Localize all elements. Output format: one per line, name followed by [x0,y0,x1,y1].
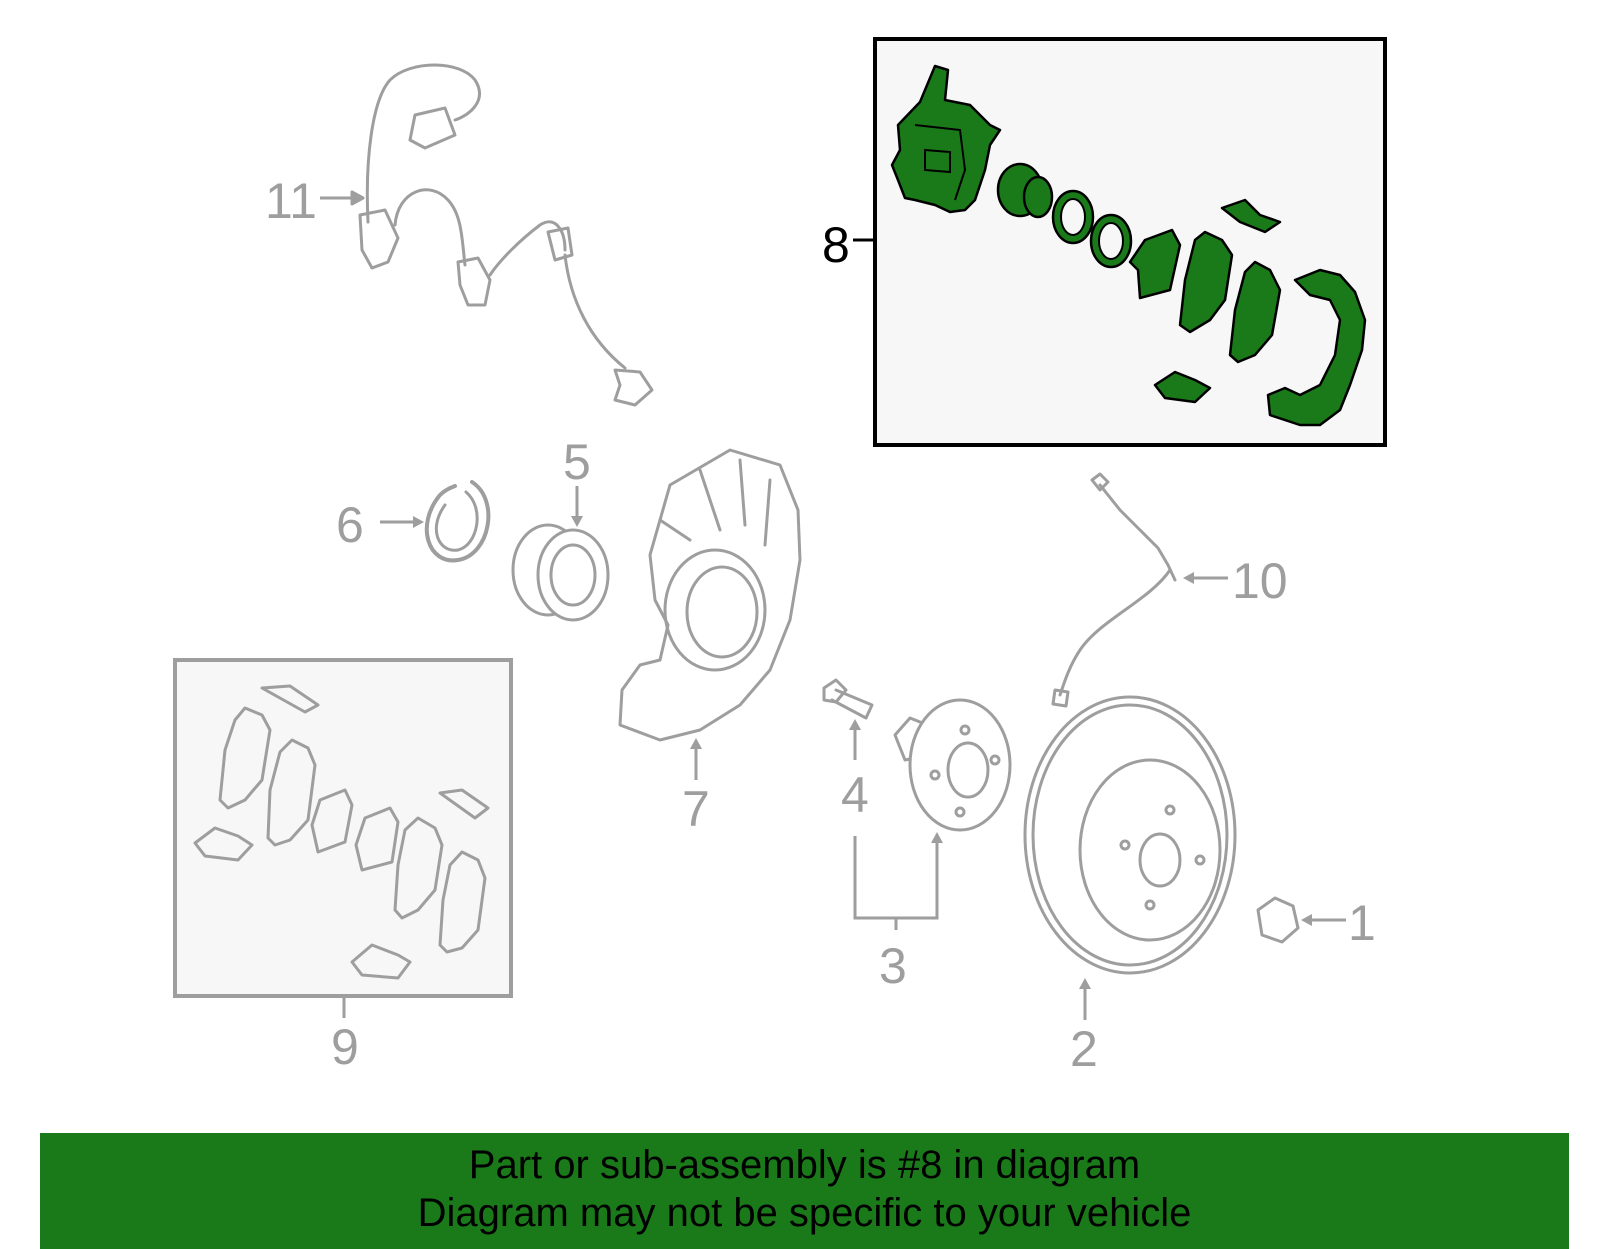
arrow-6 [413,516,424,528]
arrow-10 [1183,572,1194,584]
part-4-hub-bolt[interactable] [822,678,874,720]
banner-line-1: Part or sub-assembly is #8 in diagram [468,1143,1141,1187]
info-banner: Part or sub-assembly is #8 in diagram Di… [40,1133,1569,1249]
arrow-5 [571,516,583,527]
part-6-snap-ring[interactable] [424,480,491,563]
part-3-wheel-hub[interactable] [893,698,1012,832]
callout-10[interactable]: 10 [1232,553,1288,609]
banner-line-2: Diagram may not be specific to your vehi… [417,1191,1192,1235]
part-11-abs-sensor-wire[interactable] [358,63,654,407]
arrow-4 [849,719,861,730]
callout-1[interactable]: 1 [1348,895,1376,951]
part-10-brake-hose[interactable] [1051,472,1177,708]
callout-7[interactable]: 7 [682,781,710,837]
callout-5[interactable]: 5 [563,434,591,490]
callout-9[interactable]: 9 [331,1019,359,1075]
part-2-brake-rotor[interactable] [1023,695,1237,975]
leader-3 [853,836,939,920]
part-1-lug-nut[interactable] [1256,896,1300,944]
part-5-wheel-bearing[interactable] [511,523,610,622]
part-9-pad-kit[interactable] [173,658,513,998]
arrow-1 [1301,914,1312,926]
arrow-3 [931,832,943,843]
callout-4[interactable]: 4 [841,767,869,823]
callout-2[interactable]: 2 [1070,1021,1098,1077]
part-8-caliper-assembly[interactable] [873,37,1387,447]
arrow-7 [690,738,702,749]
callout-3[interactable]: 3 [879,938,907,994]
callout-6[interactable]: 6 [336,497,364,553]
part-7-dust-shield[interactable] [618,448,802,742]
arrow-2 [1079,978,1091,989]
callout-8[interactable]: 8 [822,217,850,273]
arrow-11 [350,190,365,206]
callout-11[interactable]: 11 [265,173,317,229]
